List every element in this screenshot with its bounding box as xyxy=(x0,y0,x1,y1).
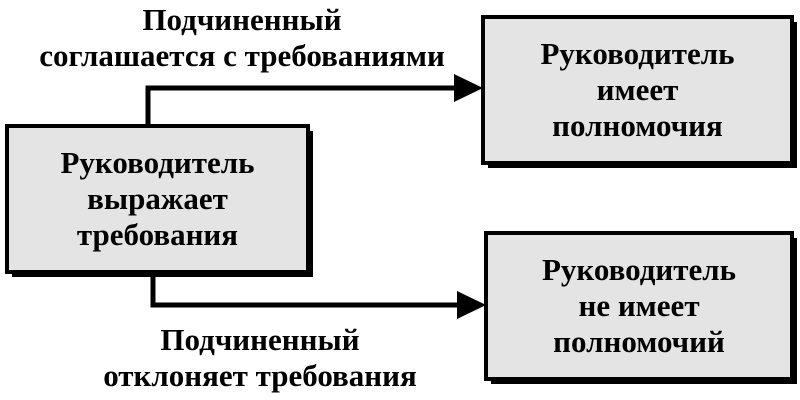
bottom-target-line-3: полномочий xyxy=(553,323,725,359)
top-target-box-text: Руководитель имеет полномочия xyxy=(485,19,790,161)
agree-connector xyxy=(145,85,458,126)
reject-connector xyxy=(150,272,462,308)
source-box xyxy=(5,124,310,274)
agree-arrow-head xyxy=(454,74,483,102)
reject-label-line-1: Подчиненный xyxy=(160,322,360,357)
agree-label-line-2: соглашается с требованиями xyxy=(39,37,445,73)
bottom-target-line-2: не имеет xyxy=(578,288,700,324)
top-target-line-2: имеет xyxy=(596,72,679,108)
top-target-box xyxy=(481,15,794,165)
source-box-text: Руководитель выражает требования xyxy=(9,128,306,270)
source-line-3: требования xyxy=(76,216,239,252)
source-line-2: выражает xyxy=(87,181,228,217)
reject-label: Подчиненный отклоняет требования xyxy=(40,322,480,394)
agree-label-line-1: Подчиненный xyxy=(142,2,342,37)
top-target-line-1: Руководитель xyxy=(540,36,735,72)
bottom-target-box xyxy=(484,231,794,381)
source-line-1: Руководитель xyxy=(60,145,255,181)
bottom-target-line-1: Руководитель xyxy=(541,252,737,288)
reject-arrow-head xyxy=(457,291,486,319)
agree-label: Подчиненный соглашается с требованиями xyxy=(0,2,484,74)
bottom-target-box-text: Руководитель не имеет полномочий xyxy=(488,235,790,377)
reject-label-line-2: отклоняет требования xyxy=(103,357,417,393)
top-target-line-3: полномочия xyxy=(552,107,723,143)
